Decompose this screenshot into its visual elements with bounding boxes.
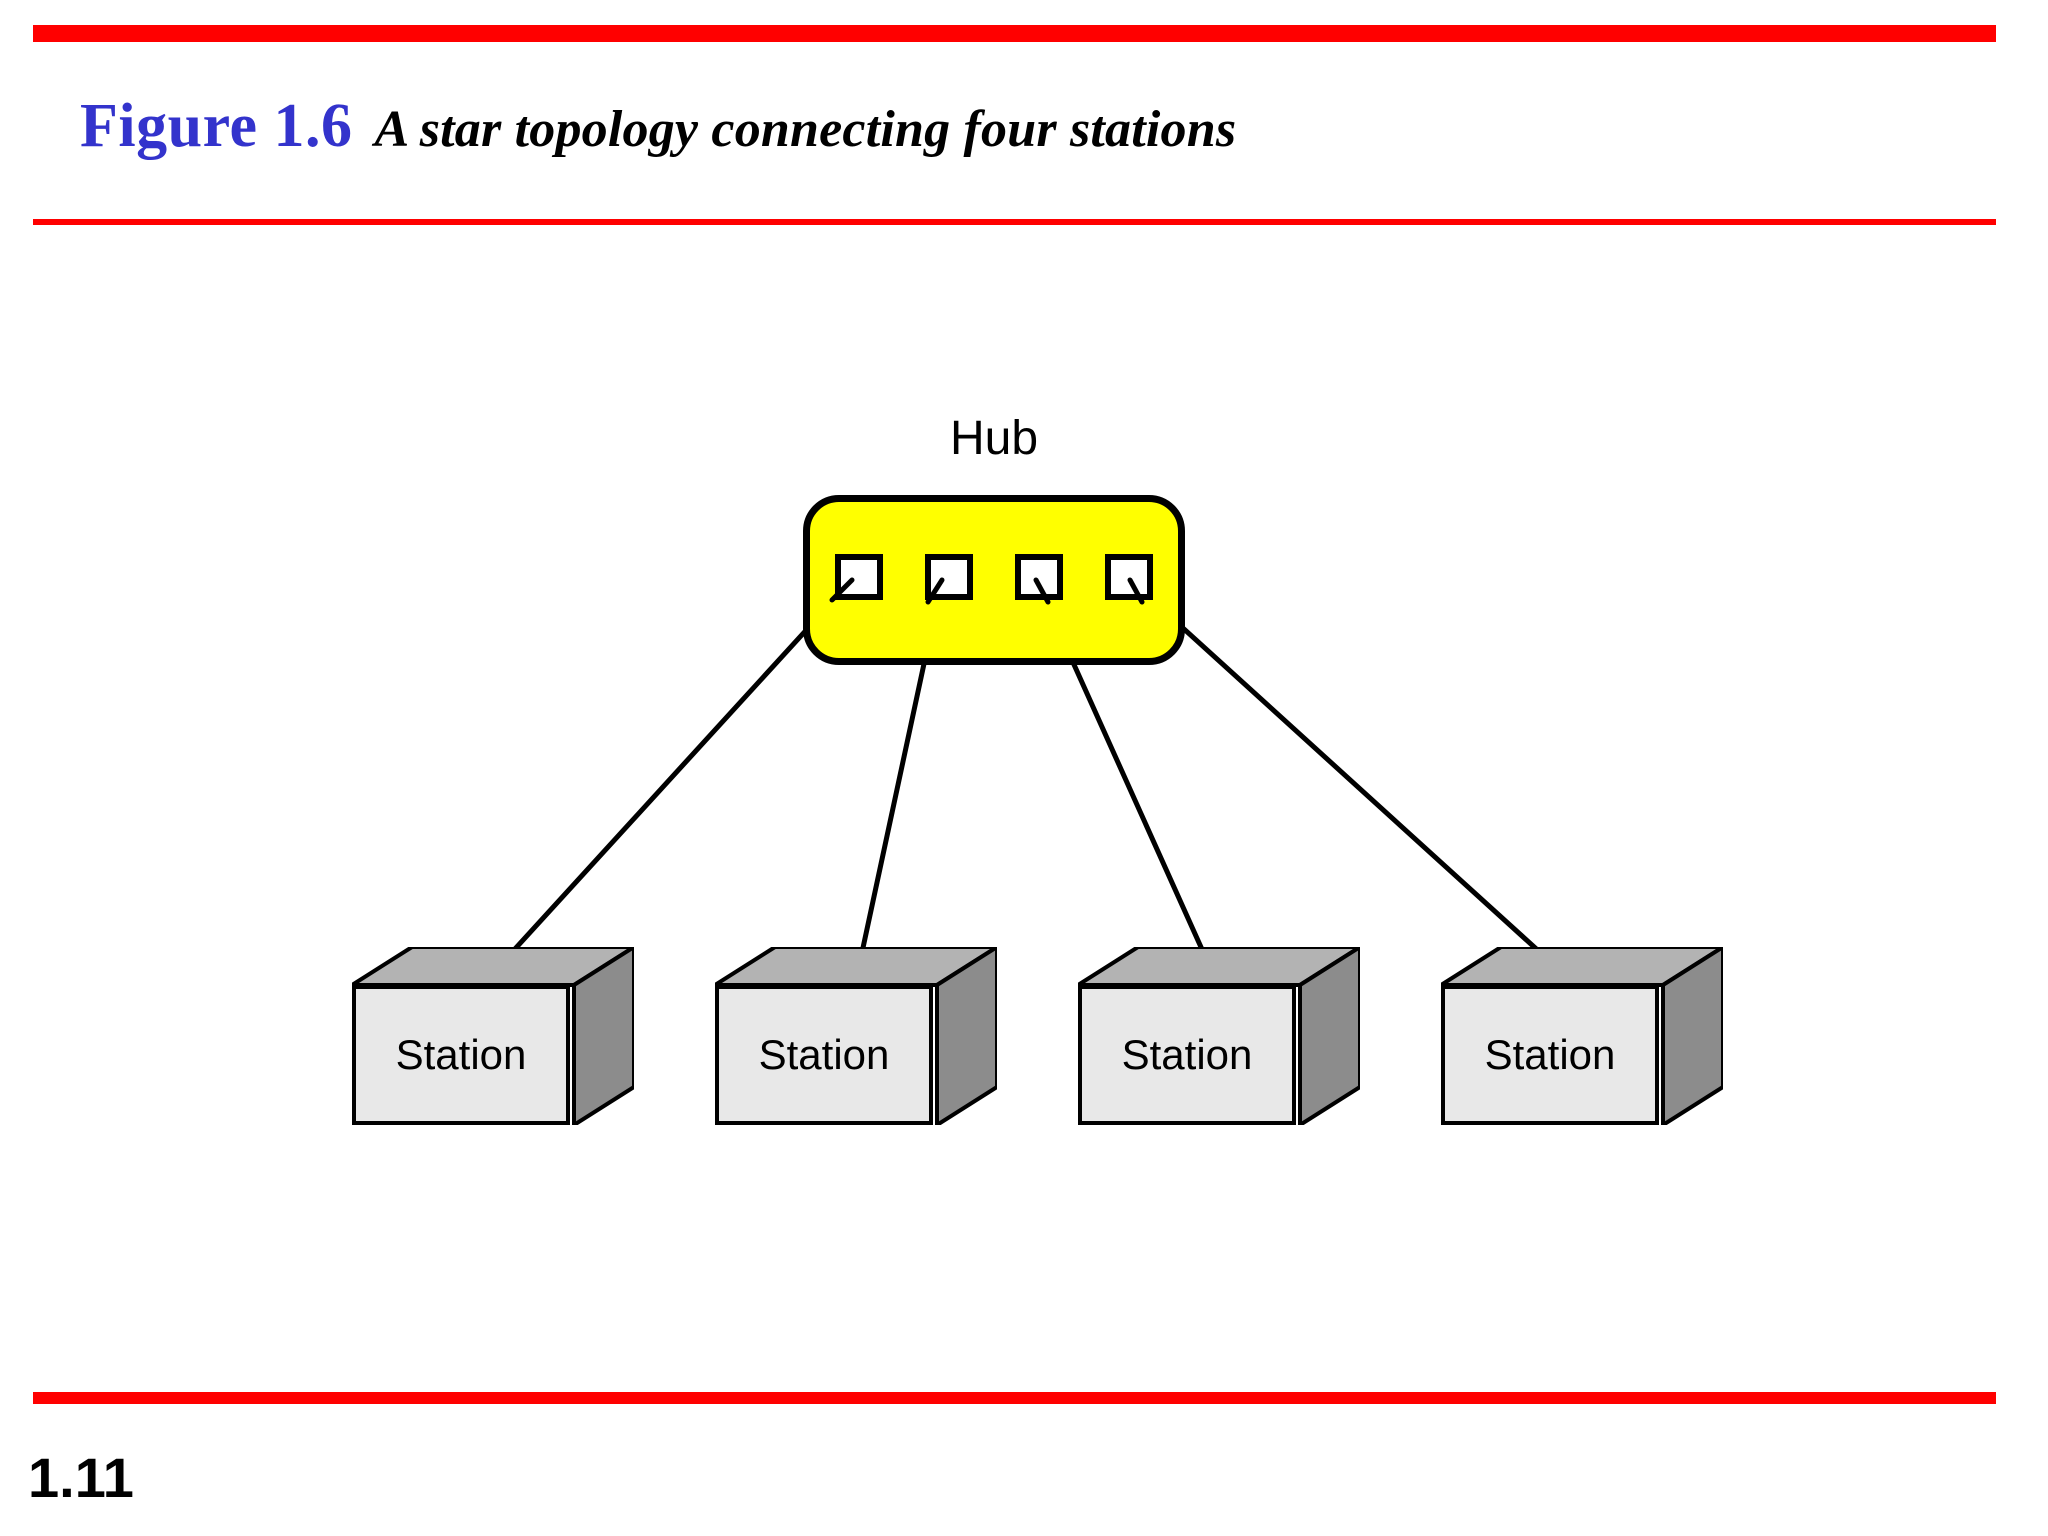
station-front-face: Station: [352, 985, 570, 1125]
figure-caption: A star topology connecting four stations: [374, 101, 1237, 158]
station-3[interactable]: Station: [1078, 947, 1360, 1125]
station-front-face: Station: [715, 985, 933, 1125]
station-side-face: [1298, 947, 1360, 1125]
station-label: Station: [1121, 1031, 1253, 1078]
station-label: Station: [758, 1031, 890, 1078]
station-1[interactable]: Station: [352, 947, 634, 1125]
station-side-face: [572, 947, 634, 1125]
station-3-3d-shell: [1078, 947, 1360, 1125]
figure-number-label: Figure 1.6: [80, 92, 353, 160]
hub-port-1[interactable]: [835, 554, 883, 600]
hub-port-2[interactable]: [925, 554, 973, 600]
title-underline-rule: [33, 219, 1996, 225]
station-2-3d-shell: [715, 947, 997, 1125]
station-front-face: Station: [1441, 985, 1659, 1125]
hub-port-group: [810, 554, 1178, 602]
hub-port-3[interactable]: [1015, 554, 1063, 600]
bottom-red-rule: [33, 1392, 1996, 1404]
station-label: Station: [395, 1031, 527, 1078]
station-front-face: Station: [1078, 985, 1296, 1125]
station-side-face: [1661, 947, 1723, 1125]
station-label: Station: [1484, 1031, 1616, 1078]
link-hub-port-1-to-station-1: [479, 577, 855, 988]
page-title: Figure 1.6 A star topology connecting fou…: [80, 95, 1236, 157]
top-red-rule: [33, 25, 1996, 42]
page-number: 1.11: [28, 1446, 134, 1509]
link-hub-port-4-to-station-4: [1127, 577, 1579, 988]
hub-device[interactable]: [803, 495, 1185, 665]
hub-port-4[interactable]: [1105, 554, 1153, 600]
hub-label: Hub: [949, 412, 1039, 465]
station-4[interactable]: Station: [1441, 947, 1723, 1125]
station-side-face: [935, 947, 997, 1125]
station-2[interactable]: Station: [715, 947, 997, 1125]
